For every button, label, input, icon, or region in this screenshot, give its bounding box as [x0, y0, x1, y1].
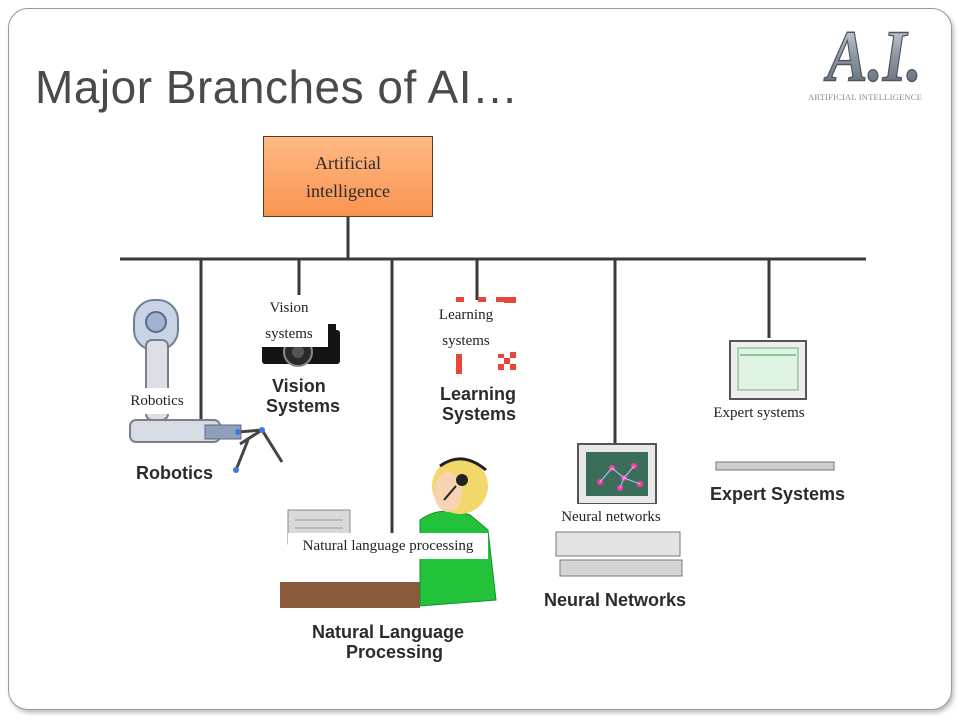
logo-mark: A.I. — [823, 15, 921, 97]
branch-label-nlp: Natural language processing — [288, 533, 488, 559]
root-node: Artificial intelligence — [263, 136, 433, 217]
branch-label-vision: Vision systems — [250, 295, 328, 347]
learning-caption-line1: Learning — [440, 384, 517, 404]
neural-caption: Neural Networks — [544, 590, 687, 610]
branch-label-learning: Learning systems — [428, 302, 504, 354]
branch-label-robotics: Robotics — [118, 388, 196, 414]
branch-label-expert: Expert systems — [696, 400, 822, 426]
ai-logo: A.I. — [823, 15, 922, 98]
connector-lines — [120, 216, 866, 535]
logo-subtitle: ARTIFICIAL INTELLIGENCE — [808, 92, 923, 102]
learning-letters-icon — [456, 297, 516, 374]
expert-caption: Expert Systems — [710, 484, 846, 504]
vision-caption-line1: Vision — [272, 376, 326, 396]
learning-caption-line2: Systems — [442, 404, 517, 424]
neural-network-computer-icon — [555, 443, 683, 577]
branch-label-neural: Neural networks — [540, 504, 682, 530]
expert-terminal-icon — [715, 340, 835, 471]
robotics-caption: Robotics — [136, 463, 214, 483]
slide-title: Major Branches of AI… — [35, 61, 519, 113]
nlp-caption-line1: Natural Language — [312, 622, 465, 642]
root-label: Artificial intelligence — [306, 152, 390, 201]
vision-caption-line2: Systems — [266, 396, 341, 416]
nlp-caption-line2: Processing — [346, 642, 444, 662]
